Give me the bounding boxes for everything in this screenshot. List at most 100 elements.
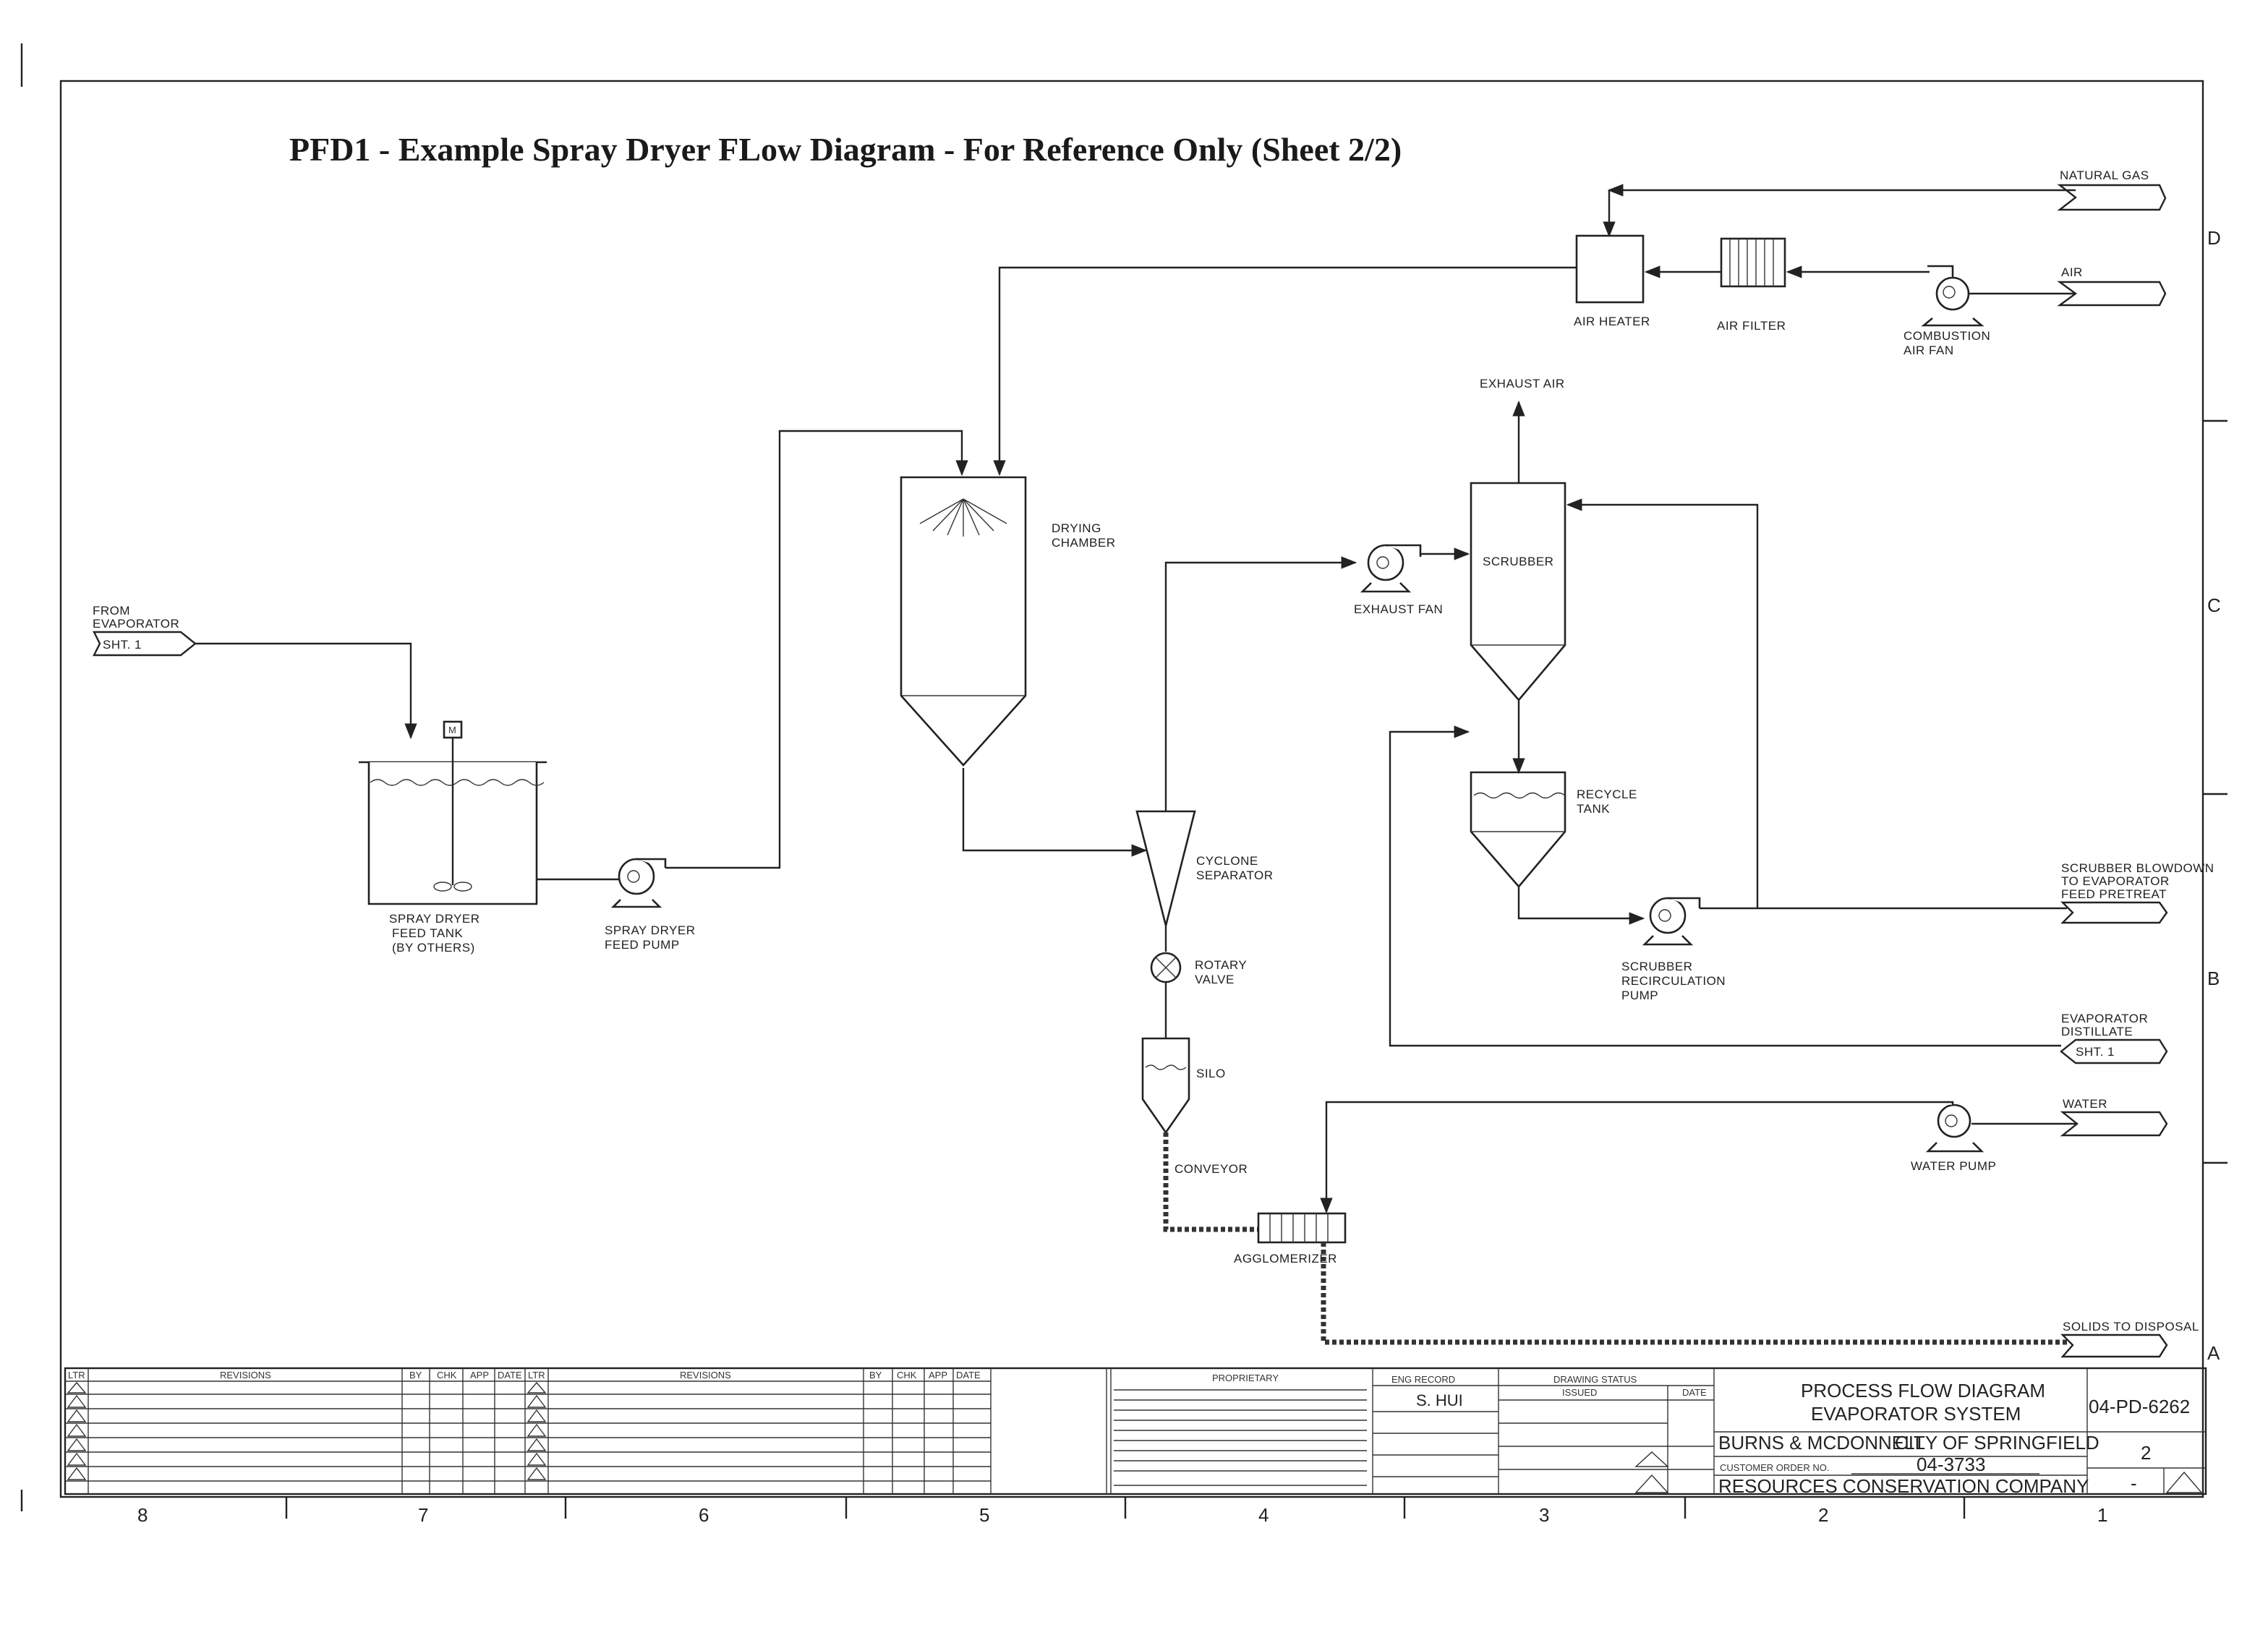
svg-text:REVISIONS: REVISIONS bbox=[220, 1370, 271, 1380]
cyclone-separator: CYCLONE SEPARATOR bbox=[1135, 810, 1274, 926]
scrubber-recirculation-pump: SCRUBBER RECIRCULATION PUMP bbox=[1621, 897, 1726, 1002]
svg-text:DISTILLATE: DISTILLATE bbox=[2061, 1025, 2133, 1038]
water-pump: WATER PUMP bbox=[1911, 1101, 1996, 1173]
svg-text:PROPRIETARY: PROPRIETARY bbox=[1212, 1373, 1279, 1383]
svg-text:TANK: TANK bbox=[1577, 802, 1610, 816]
svg-text:6: 6 bbox=[699, 1504, 709, 1526]
svg-text:SHT. 1: SHT. 1 bbox=[103, 638, 142, 652]
svg-text:(BY OTHERS): (BY OTHERS) bbox=[392, 941, 475, 955]
silo: SILO bbox=[1141, 1037, 1226, 1135]
svg-text:2: 2 bbox=[2141, 1442, 2151, 1464]
svg-text:C: C bbox=[2207, 594, 2221, 616]
svg-text:WATER: WATER bbox=[2063, 1097, 2107, 1111]
recycle-tank: RECYCLE TANK bbox=[1470, 771, 1637, 889]
air-filter: AIR FILTER bbox=[1717, 237, 1786, 333]
spray-dryer-feed-tank: M SPRAY DRYER FEED TANK (BY OTHERS) bbox=[359, 720, 547, 955]
svg-text:ROTARY: ROTARY bbox=[1195, 958, 1247, 972]
svg-text:LTR: LTR bbox=[528, 1370, 545, 1380]
svg-text:CHAMBER: CHAMBER bbox=[1052, 536, 1116, 550]
svg-text:FEED PUMP: FEED PUMP bbox=[605, 938, 680, 952]
svg-text:SPRAY DRYER: SPRAY DRYER bbox=[389, 912, 480, 926]
svg-text:REVISIONS: REVISIONS bbox=[680, 1370, 731, 1380]
svg-text:RESOURCES CONSERVATION COMPANY: RESOURCES CONSERVATION COMPANY bbox=[1718, 1475, 2089, 1497]
svg-text:DATE: DATE bbox=[498, 1370, 522, 1380]
svg-text:1: 1 bbox=[2097, 1504, 2107, 1526]
svg-text:04-PD-6262: 04-PD-6262 bbox=[2089, 1396, 2190, 1417]
stream-solids-to-disposal: SOLIDS TO DISPOSAL bbox=[2060, 1320, 2199, 1358]
spray-dryer-feed-pump: SPRAY DRYER FEED PUMP bbox=[605, 858, 695, 952]
svg-text:ENG RECORD: ENG RECORD bbox=[1391, 1374, 1455, 1385]
svg-text:8: 8 bbox=[137, 1504, 148, 1526]
svg-text:DRYING: DRYING bbox=[1052, 521, 1101, 535]
agglomerizer: AGGLOMERIZER bbox=[1234, 1212, 1347, 1266]
title-block: LTR REVISIONS BY CHK APP DATE LTR REVISI… bbox=[64, 1367, 2207, 1497]
svg-text:DATE: DATE bbox=[956, 1370, 981, 1380]
svg-text:2: 2 bbox=[1818, 1504, 1828, 1526]
svg-text:S. HUI: S. HUI bbox=[1416, 1391, 1463, 1409]
svg-text:CYCLONE: CYCLONE bbox=[1196, 854, 1258, 868]
svg-text:SILO: SILO bbox=[1196, 1067, 1226, 1080]
svg-text:04-3733: 04-3733 bbox=[1917, 1454, 1985, 1475]
svg-text:CHK: CHK bbox=[897, 1370, 917, 1380]
svg-text:AIR HEATER: AIR HEATER bbox=[1574, 315, 1650, 328]
svg-text:BY: BY bbox=[409, 1370, 422, 1380]
rotary-valve: ROTARY VALVE bbox=[1150, 952, 1247, 986]
revision-markers bbox=[67, 1381, 547, 1480]
svg-text:CITY OF SPRINGFIELD: CITY OF SPRINGFIELD bbox=[1895, 1432, 2099, 1454]
svg-text:SCRUBBER BLOWDOWN: SCRUBBER BLOWDOWN bbox=[2061, 861, 2214, 875]
svg-text:5: 5 bbox=[979, 1504, 989, 1526]
stream-evaporator-distillate: EVAPORATOR DISTILLATE SHT. 1 bbox=[1389, 725, 2168, 1064]
svg-text:B: B bbox=[2207, 968, 2220, 989]
svg-text:BY: BY bbox=[869, 1370, 882, 1380]
svg-text:AIR FAN: AIR FAN bbox=[1904, 343, 1954, 357]
svg-text:SCRUBBER: SCRUBBER bbox=[1621, 960, 1692, 973]
svg-text:SOLIDS TO DISPOSAL: SOLIDS TO DISPOSAL bbox=[2063, 1320, 2199, 1333]
exhaust-air-label: EXHAUST AIR bbox=[1480, 377, 1565, 391]
svg-text:APP: APP bbox=[470, 1370, 489, 1380]
svg-text:SHT. 1: SHT. 1 bbox=[2076, 1045, 2115, 1059]
drying-chamber: DRYING CHAMBER bbox=[900, 476, 1116, 767]
stream-natural-gas: NATURAL GAS bbox=[1603, 168, 2167, 238]
svg-text:SCRUBBER: SCRUBBER bbox=[1483, 555, 1553, 568]
svg-text:RECYCLE: RECYCLE bbox=[1577, 788, 1637, 801]
svg-text:FEED TANK: FEED TANK bbox=[392, 926, 463, 940]
stream-scrubber-blowdown: SCRUBBER BLOWDOWN TO EVAPORATOR FEED PRE… bbox=[2060, 861, 2214, 924]
air-heater: AIR HEATER bbox=[1574, 234, 1650, 328]
svg-text:AGGLOMERIZER: AGGLOMERIZER bbox=[1234, 1252, 1337, 1266]
svg-text:CHK: CHK bbox=[437, 1370, 457, 1380]
svg-text:CUSTOMER ORDER NO.: CUSTOMER ORDER NO. bbox=[1720, 1462, 1829, 1473]
svg-text:4: 4 bbox=[1258, 1504, 1269, 1526]
zone-rows: D C B A bbox=[2203, 227, 2228, 1364]
stream-air: AIR bbox=[1969, 265, 2167, 307]
stream-from-evaporator: FROM EVAPORATOR SHT. 1 bbox=[93, 604, 417, 740]
svg-text:DRAWING STATUS: DRAWING STATUS bbox=[1553, 1374, 1637, 1385]
stream-water: WATER bbox=[1971, 1097, 2168, 1137]
svg-text:AIR: AIR bbox=[2061, 265, 2083, 279]
svg-text:TO EVAPORATOR: TO EVAPORATOR bbox=[2061, 874, 2170, 888]
svg-text:LTR: LTR bbox=[68, 1370, 85, 1380]
svg-text:A: A bbox=[2207, 1342, 2220, 1364]
svg-text:EXHAUST FAN: EXHAUST FAN bbox=[1354, 602, 1443, 616]
svg-text:3: 3 bbox=[1539, 1504, 1549, 1526]
svg-text:AIR FILTER: AIR FILTER bbox=[1717, 319, 1786, 333]
revision-table-left: LTR REVISIONS BY CHK APP DATE LTR REVISI… bbox=[65, 1368, 1107, 1494]
combustion-air-fan: COMBUSTION AIR FAN bbox=[1904, 265, 1990, 357]
svg-text:PROCESS FLOW DIAGRAM: PROCESS FLOW DIAGRAM bbox=[1801, 1380, 2045, 1401]
svg-text:APP: APP bbox=[929, 1370, 947, 1380]
svg-text:BURNS & MCDONNELL: BURNS & MCDONNELL bbox=[1718, 1432, 1925, 1454]
svg-text:D: D bbox=[2207, 227, 2221, 249]
svg-text:PUMP: PUMP bbox=[1621, 989, 1658, 1002]
svg-text:VALVE: VALVE bbox=[1195, 973, 1235, 986]
svg-text:RECIRCULATION: RECIRCULATION bbox=[1621, 974, 1726, 988]
svg-text:FROM: FROM bbox=[93, 604, 130, 618]
svg-text:7: 7 bbox=[418, 1504, 428, 1526]
svg-text:EVAPORATOR: EVAPORATOR bbox=[2061, 1012, 2148, 1025]
svg-text:M: M bbox=[448, 725, 456, 735]
svg-text:WATER PUMP: WATER PUMP bbox=[1911, 1159, 1996, 1173]
svg-text:SEPARATOR: SEPARATOR bbox=[1196, 869, 1274, 882]
conveyor-label: CONVEYOR bbox=[1174, 1162, 1248, 1176]
svg-text:ISSUED: ISSUED bbox=[1562, 1387, 1597, 1398]
svg-text:DATE: DATE bbox=[1682, 1387, 1707, 1398]
svg-text:-: - bbox=[2131, 1472, 2137, 1494]
